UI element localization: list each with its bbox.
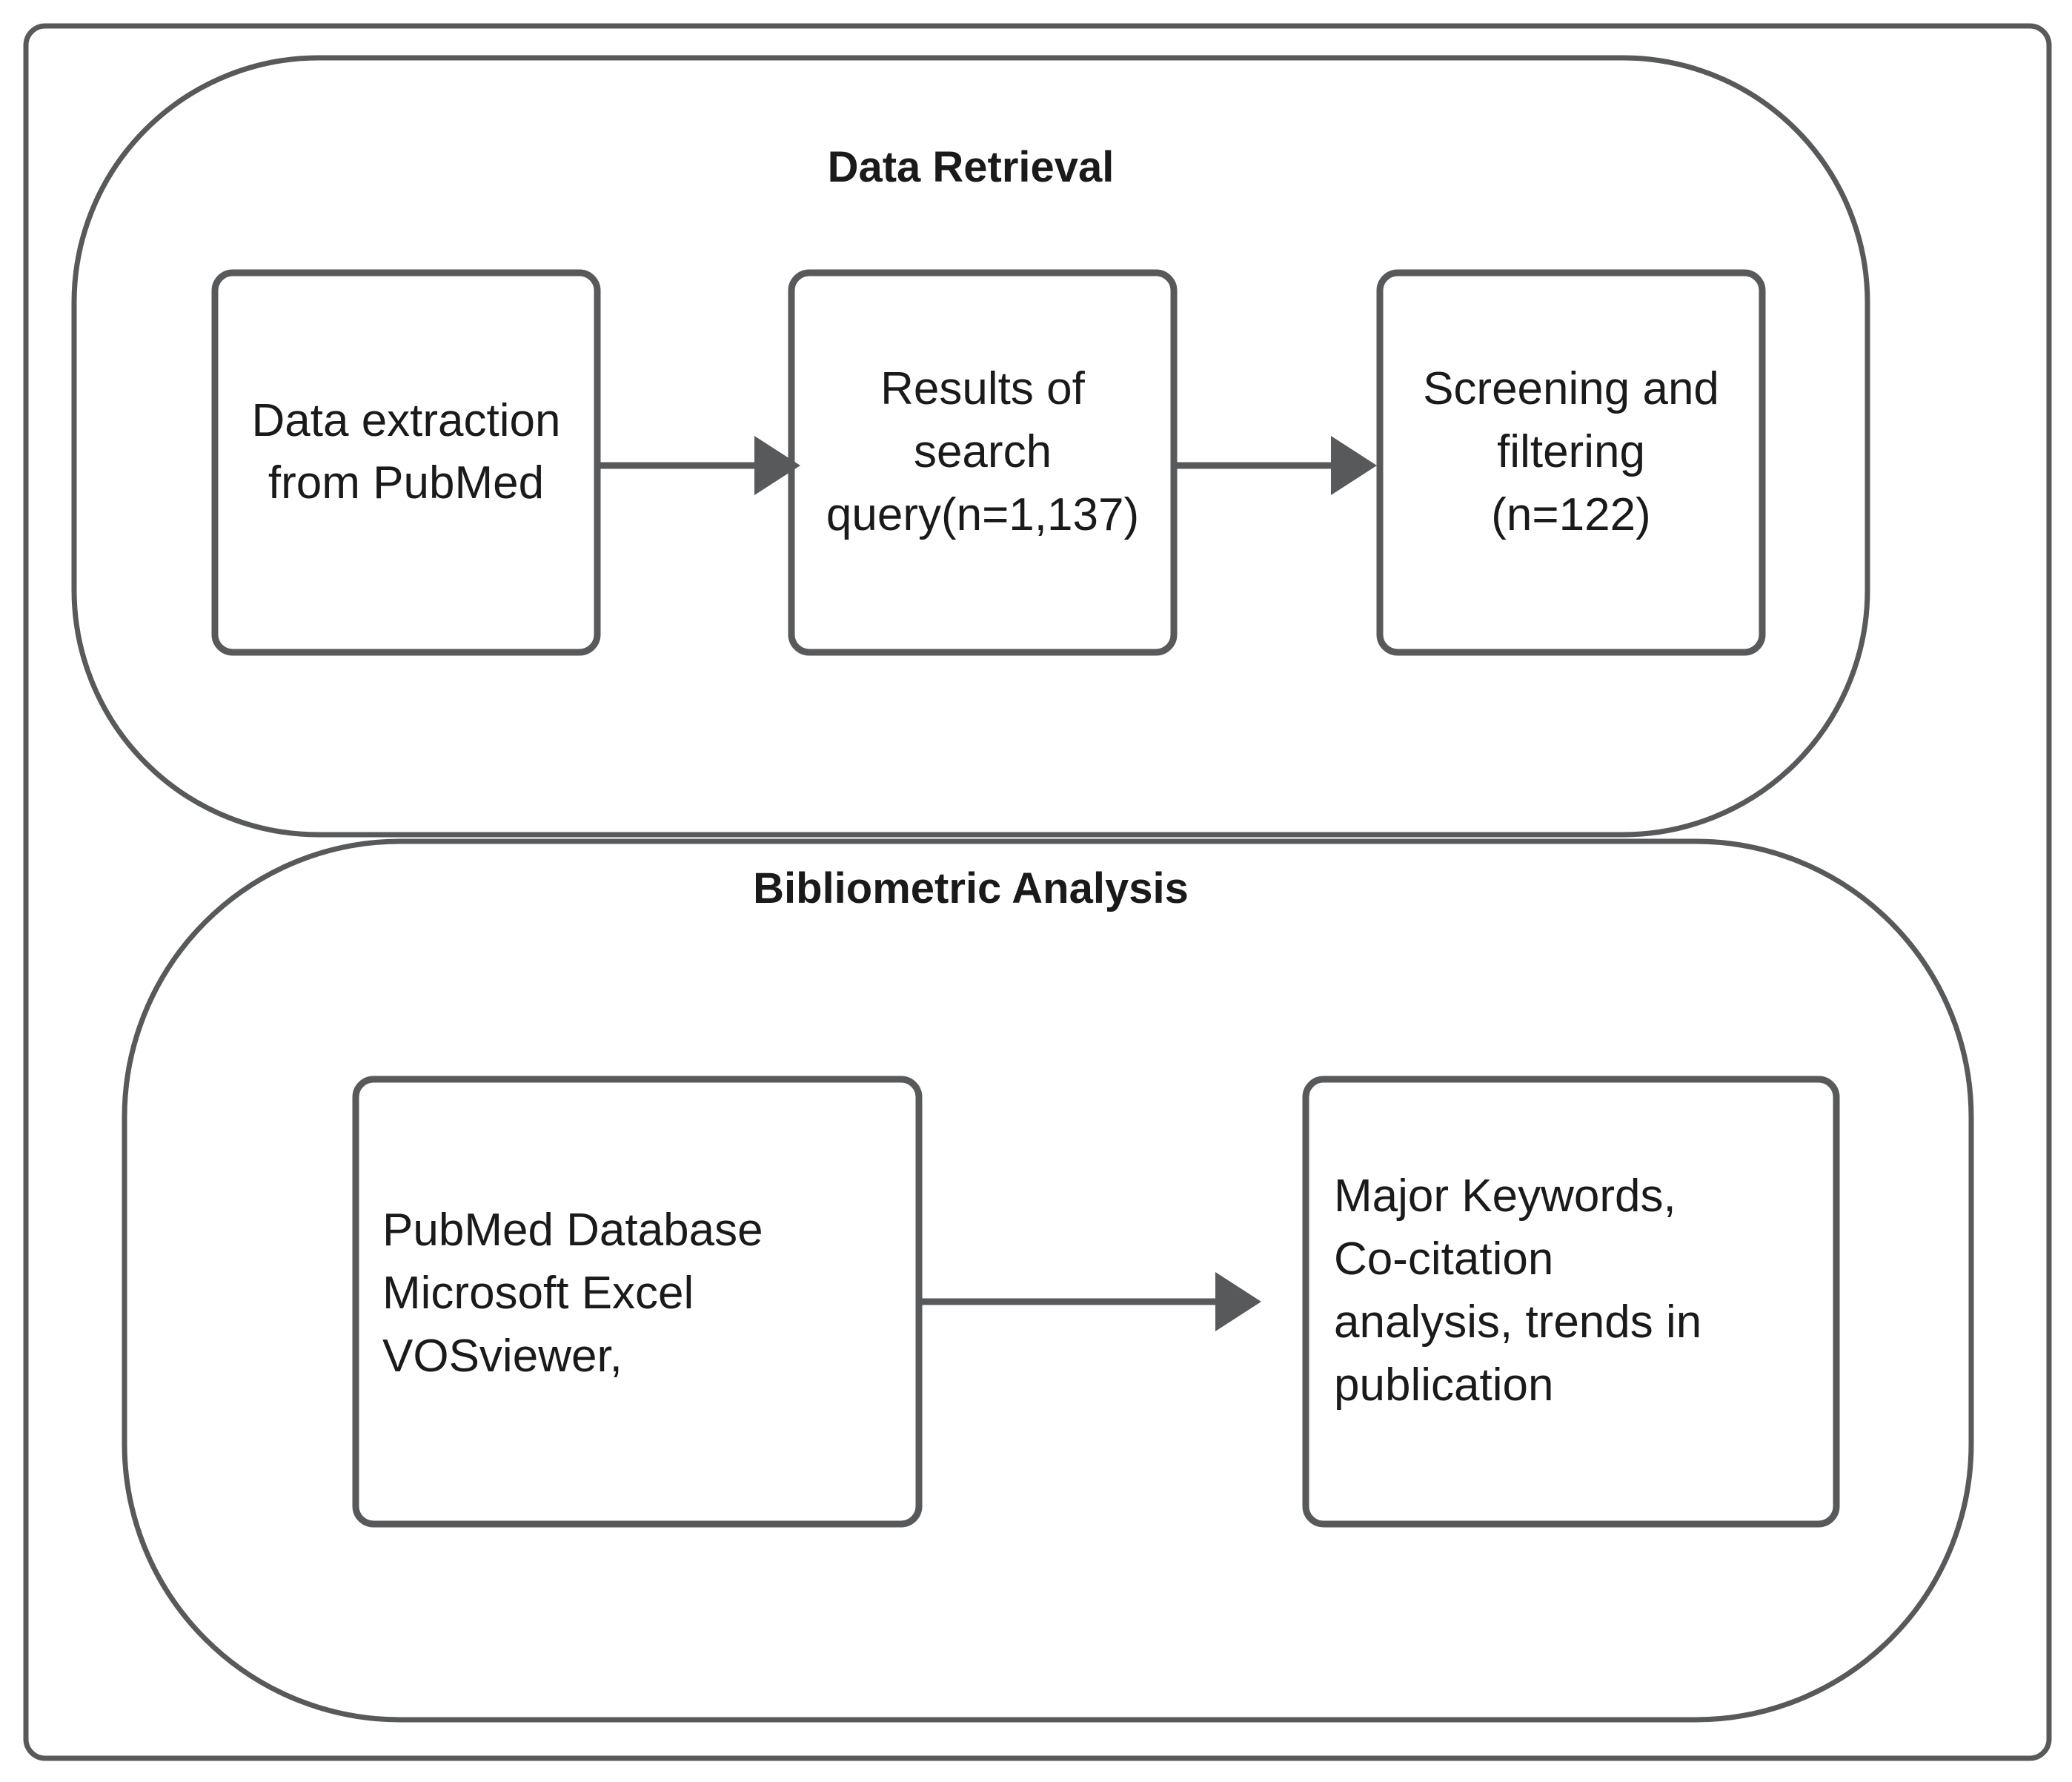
node-label-screening-filtering-line1: Screening and: [1423, 363, 1719, 414]
node-label-screening-filtering-line3: (n=122): [1491, 489, 1650, 540]
group-data-retrieval: Data Retrieval Data extraction from PubM…: [71, 55, 1870, 838]
node-label-search-results-line3: query(n=1,137): [826, 489, 1139, 540]
outer-frame: [23, 23, 2052, 1761]
group-title-data-retrieval: Data Retrieval: [828, 143, 1115, 191]
node-screening-filtering[interactable]: Screening and filtering (n=122): [1376, 269, 1766, 656]
node-label-search-results-line1: Results of: [880, 363, 1085, 414]
node-label-data-extraction-line1: Data extraction: [252, 395, 561, 446]
node-box-search-results[interactable]: [788, 269, 1178, 656]
node-label-outputs-line3: analysis, trends in: [1334, 1296, 1701, 1348]
node-label-outputs-line1: Major Keywords,: [1334, 1170, 1676, 1222]
node-box-tools[interactable]: [352, 1076, 923, 1528]
node-label-tools-line2: Microsoft Excel: [382, 1268, 694, 1319]
node-data-extraction[interactable]: Data extraction from PubMed: [211, 269, 601, 656]
node-label-data-extraction-line2: from PubMed: [268, 457, 544, 509]
node-tools[interactable]: PubMed Database Microsoft Excel VOSviewe…: [352, 1076, 923, 1528]
node-box-outputs[interactable]: [1302, 1076, 1840, 1528]
edge-extraction-to-results: [599, 436, 800, 495]
group-bibliometric-analysis: Bibliometric Analysis PubMed Database Mi…: [122, 838, 1974, 1723]
edge-tools-to-outputs: [920, 1272, 1261, 1331]
edge-results-to-screening: [1175, 436, 1377, 495]
group-container-bibliometric-analysis: [122, 838, 1974, 1723]
node-label-tools-line3: VOSviewer,: [382, 1331, 622, 1382]
node-box-screening-filtering[interactable]: [1376, 269, 1766, 656]
node-label-outputs-line4: publication: [1334, 1359, 1553, 1411]
node-box-data-extraction[interactable]: [211, 269, 601, 656]
node-outputs[interactable]: Major Keywords, Co-citation analysis, tr…: [1302, 1076, 1840, 1528]
arrowhead-icon-results-to-screening: [1331, 436, 1377, 495]
arrowhead-icon-tools-to-outputs: [1215, 1272, 1261, 1331]
node-search-results[interactable]: Results of search query(n=1,137): [788, 269, 1178, 656]
node-label-search-results-line2: search: [914, 426, 1052, 477]
node-label-outputs-line2: Co-citation: [1334, 1233, 1553, 1285]
arrowhead-icon-extraction-to-results: [754, 436, 800, 495]
node-label-screening-filtering-line2: filtering: [1497, 426, 1645, 477]
group-container-data-retrieval: [71, 55, 1870, 838]
group-title-bibliometric-analysis: Bibliometric Analysis: [753, 864, 1189, 912]
node-label-tools-line1: PubMed Database: [382, 1205, 763, 1256]
